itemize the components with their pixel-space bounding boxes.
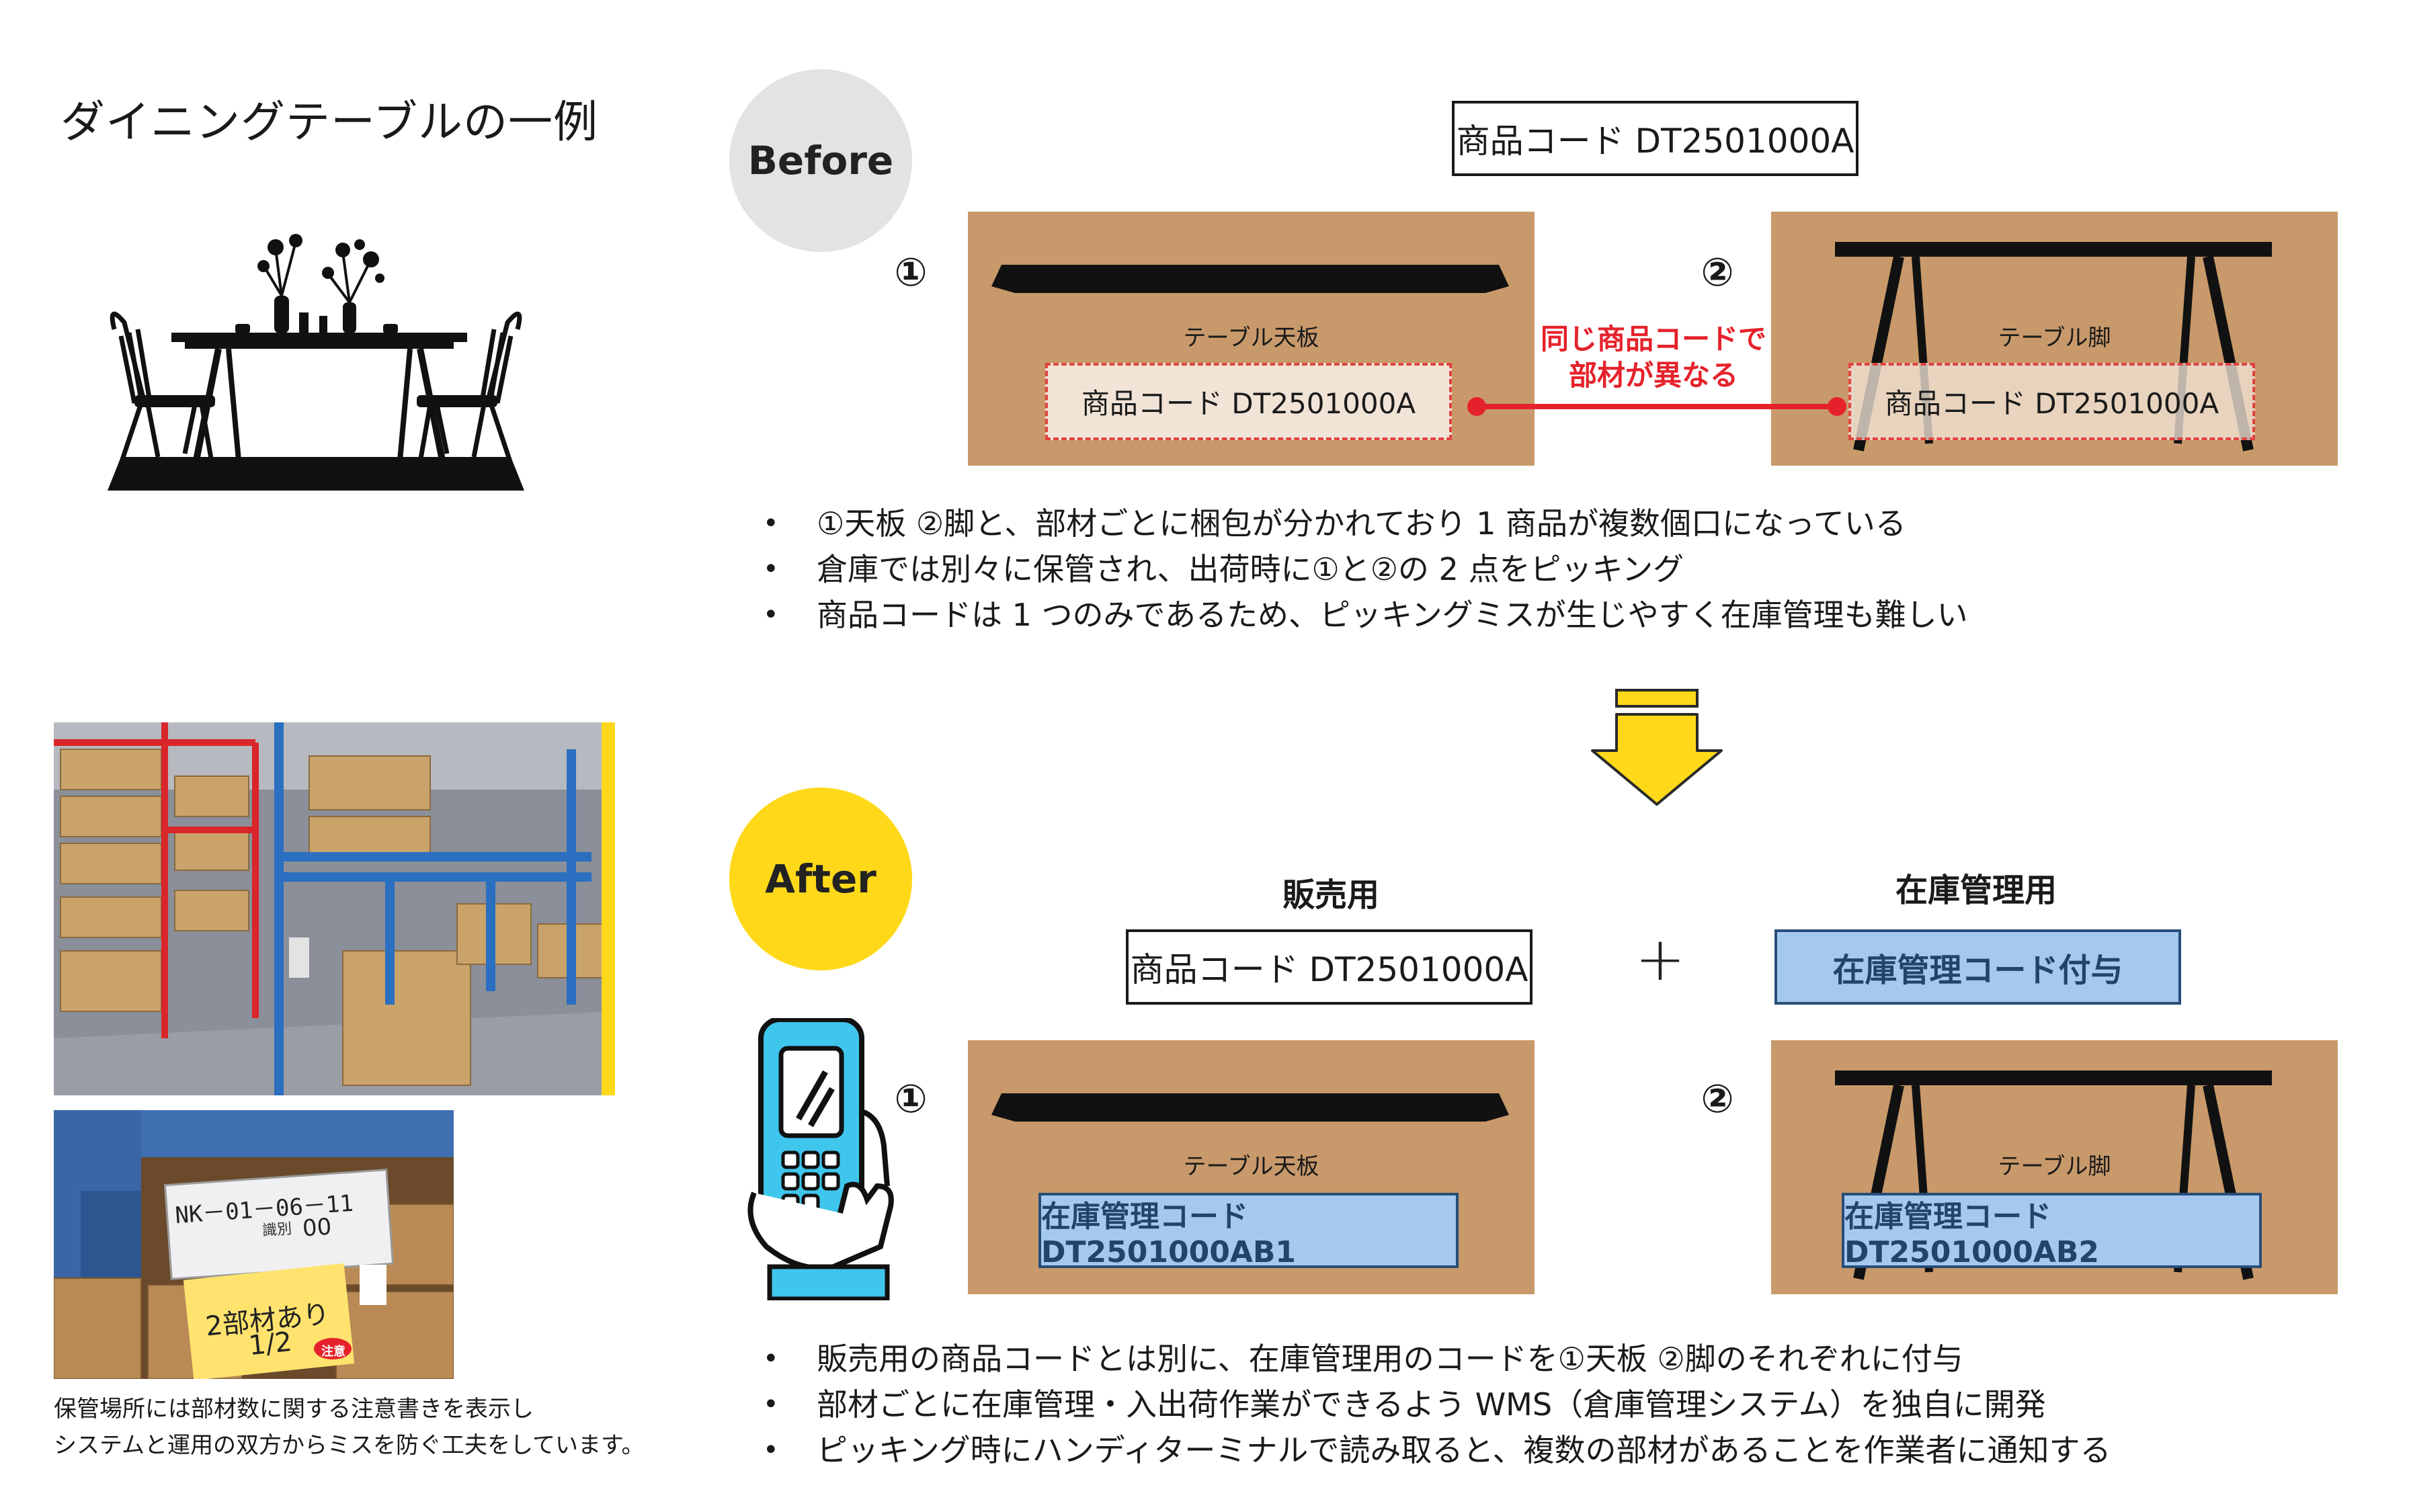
same-code-note-line2: 部材が異なる xyxy=(1526,358,1781,394)
photo-caption-line1: 保管場所には部材数に関する注意書きを表示し xyxy=(54,1391,645,1427)
dining-set-icon xyxy=(94,222,538,491)
storage-label-photo: NK－01－06－11 識別 00 2部材あり 1/2 注意 xyxy=(54,1110,454,1379)
after-inventory-code: 在庫管理コード付与 xyxy=(1774,929,2181,1005)
handheld-scanner-icon xyxy=(746,1018,901,1300)
before-part2-code: 商品コード DT2501000A xyxy=(1848,363,2255,440)
before-part2-number: ② xyxy=(1690,245,1744,299)
list-item: 販売用の商品コードとは別に、在庫管理用のコードを①天板 ②脚のそれぞれに付与 xyxy=(763,1336,2111,1382)
photo-caption: 保管場所には部材数に関する注意書きを表示し システムと運用の双方からミスを防ぐ工… xyxy=(54,1391,645,1464)
before-part1-label: テーブル天板 xyxy=(968,319,1535,352)
storage-label-small: 識別 xyxy=(261,1217,292,1241)
after-bullet-list: 販売用の商品コードとは別に、在庫管理用のコードを①天板 ②脚のそれぞれに付与 部… xyxy=(763,1336,2111,1473)
inventory-heading: 在庫管理用 xyxy=(1774,864,2178,911)
tabletop-icon xyxy=(988,1091,1512,1124)
photo-caption-line2: システムと運用の双方からミスを防ぐ工夫をしています。 xyxy=(54,1427,645,1464)
before-part2-label: テーブル脚 xyxy=(1771,319,2338,352)
after-sales-code: 商品コード DT2501000A xyxy=(1126,929,1533,1005)
page-title: ダイニングテーブルの一例 xyxy=(60,86,598,151)
before-badge: Before xyxy=(729,69,912,252)
list-item: ピッキング時にハンディターミナルで読み取ると、複数の部材があることを作業者に通知… xyxy=(763,1427,2111,1473)
before-tabletop-panel: テーブル天板 商品コード DT2501000A xyxy=(968,212,1535,466)
plus-sign: + xyxy=(1627,924,1694,995)
sticky-note-line2: 1/2 xyxy=(247,1327,294,1361)
after-tabletop-panel: テーブル天板 在庫管理コード DT2501000AB1 xyxy=(968,1040,1535,1294)
after-badge: After xyxy=(729,788,912,970)
same-code-note: 同じ商品コードで 部材が異なる xyxy=(1526,321,1781,394)
after-legs-panel: テーブル脚 在庫管理コード DT2501000AB2 xyxy=(1771,1040,2338,1294)
same-code-note-line1: 同じ商品コードで xyxy=(1526,321,1781,358)
red-connector-line xyxy=(1462,393,1852,420)
list-item: 商品コードは 1 つのみであるため、ピッキングミスが生じやすく在庫管理も難しい xyxy=(763,592,1968,638)
sticky-note-badge: 注意 xyxy=(321,1342,345,1359)
before-part1-number: ① xyxy=(884,245,938,299)
before-bullet-list: ①天板 ②脚と、部材ごとに梱包が分かれており 1 商品が複数個口になっている 倉… xyxy=(763,501,1968,638)
list-item: 倉庫では別々に保管され、出荷時に①と②の 2 点をピッキング xyxy=(763,546,1968,592)
after-part1-code: 在庫管理コード DT2501000AB1 xyxy=(1038,1193,1459,1268)
after-part1-number: ① xyxy=(884,1072,938,1126)
down-arrow-icon xyxy=(1590,689,1724,806)
after-part2-code: 在庫管理コード DT2501000AB2 xyxy=(1842,1193,2262,1268)
after-part2-label: テーブル脚 xyxy=(1771,1148,2338,1181)
list-item: 部材ごとに在庫管理・入出荷作業ができるよう WMS（倉庫管理システム）を独自に開… xyxy=(763,1382,2111,1427)
list-item: ①天板 ②脚と、部材ごとに梱包が分かれており 1 商品が複数個口になっている xyxy=(763,501,1968,546)
sales-heading: 販売用 xyxy=(1129,868,1533,915)
before-legs-panel: テーブル脚 商品コード DT2501000A xyxy=(1771,212,2338,466)
after-part1-label: テーブル天板 xyxy=(968,1148,1535,1181)
after-part2-number: ② xyxy=(1690,1072,1744,1126)
storage-label-qty: 00 xyxy=(302,1214,333,1243)
before-part1-code: 商品コード DT2501000A xyxy=(1045,363,1452,440)
before-product-code: 商品コード DT2501000A xyxy=(1452,101,1859,176)
warehouse-photo xyxy=(54,722,615,1095)
tabletop-icon xyxy=(988,262,1512,296)
